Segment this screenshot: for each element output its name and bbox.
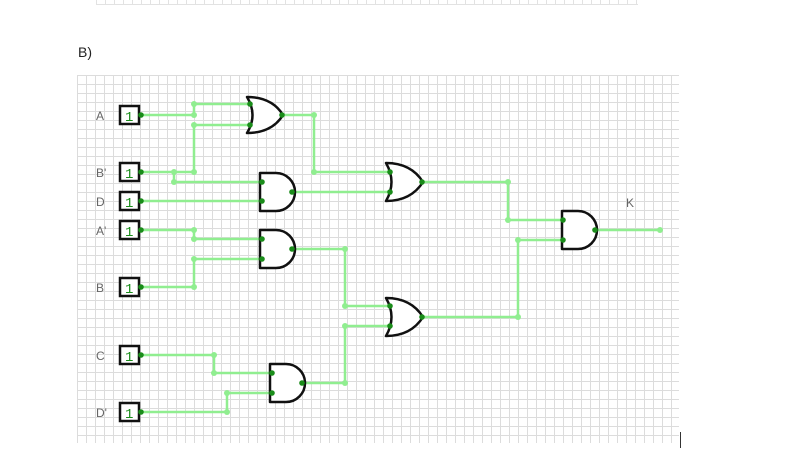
wire-dprime-to-and3 bbox=[141, 391, 272, 414]
input-label-a: A bbox=[96, 109, 104, 123]
or-gate-1[interactable] bbox=[245, 95, 285, 135]
wire-bprime-to-and1 bbox=[172, 172, 262, 184]
wire-c-to-and3 bbox=[141, 353, 272, 375]
logic-gates bbox=[245, 95, 599, 404]
and-gate-2[interactable] bbox=[258, 228, 297, 270]
or-gate-2[interactable] bbox=[384, 161, 425, 203]
input-value-dprime: 1 bbox=[125, 407, 133, 423]
input-label-b: B bbox=[96, 281, 104, 295]
input-value-b: 1 bbox=[125, 282, 133, 298]
section-label: B) bbox=[78, 44, 92, 60]
output-label-k: K bbox=[626, 196, 634, 210]
input-value-c: 1 bbox=[125, 350, 133, 366]
input-label-dprime: D' bbox=[96, 406, 107, 420]
input-value-aprime: 1 bbox=[125, 225, 133, 241]
wire-or1-to-or2 bbox=[282, 113, 390, 174]
wires bbox=[141, 102, 660, 414]
text-cursor bbox=[680, 432, 681, 448]
wire-b-to-and2 bbox=[141, 257, 262, 289]
input-switch-d[interactable]: 1 bbox=[118, 190, 144, 212]
input-switch-aprime[interactable]: 1 bbox=[118, 219, 144, 241]
input-switch-b[interactable]: 1 bbox=[118, 276, 144, 298]
top-grid-strip bbox=[96, 0, 638, 5]
input-label-aprime: A' bbox=[96, 224, 106, 238]
wire-or3-to-and-out bbox=[422, 238, 563, 319]
wire-or2-to-and-out bbox=[422, 180, 563, 222]
input-labels: A B' D A' B C D' K bbox=[96, 109, 634, 420]
input-label-bprime: B' bbox=[96, 166, 106, 180]
input-value-d: 1 bbox=[125, 196, 133, 212]
input-label-c: C bbox=[96, 349, 105, 363]
input-switches: 1 1 1 1 1 1 1 bbox=[118, 104, 144, 423]
input-value-bprime: 1 bbox=[125, 167, 133, 183]
input-switch-a[interactable]: 1 bbox=[118, 104, 144, 126]
wire-and3-to-or3 bbox=[302, 324, 390, 385]
wire-and2-to-or3 bbox=[292, 247, 390, 308]
circuit-canvas bbox=[77, 75, 679, 443]
wire-aprime-to-and2 bbox=[141, 228, 262, 241]
input-switch-c[interactable]: 1 bbox=[118, 344, 144, 366]
and-gate-1[interactable] bbox=[258, 171, 297, 213]
and-gate-3[interactable] bbox=[268, 362, 307, 404]
wire-junctions bbox=[171, 101, 663, 415]
and-gate-output[interactable] bbox=[560, 209, 599, 251]
wire-a-to-or1 bbox=[141, 102, 250, 117]
input-label-d: D bbox=[96, 195, 105, 209]
wire-bprime-to-or1 bbox=[141, 123, 250, 174]
input-value-a: 1 bbox=[125, 110, 133, 126]
input-switch-bprime[interactable]: 1 bbox=[118, 161, 144, 183]
or-gate-3[interactable] bbox=[384, 296, 425, 338]
input-switch-dprime[interactable]: 1 bbox=[118, 401, 144, 423]
